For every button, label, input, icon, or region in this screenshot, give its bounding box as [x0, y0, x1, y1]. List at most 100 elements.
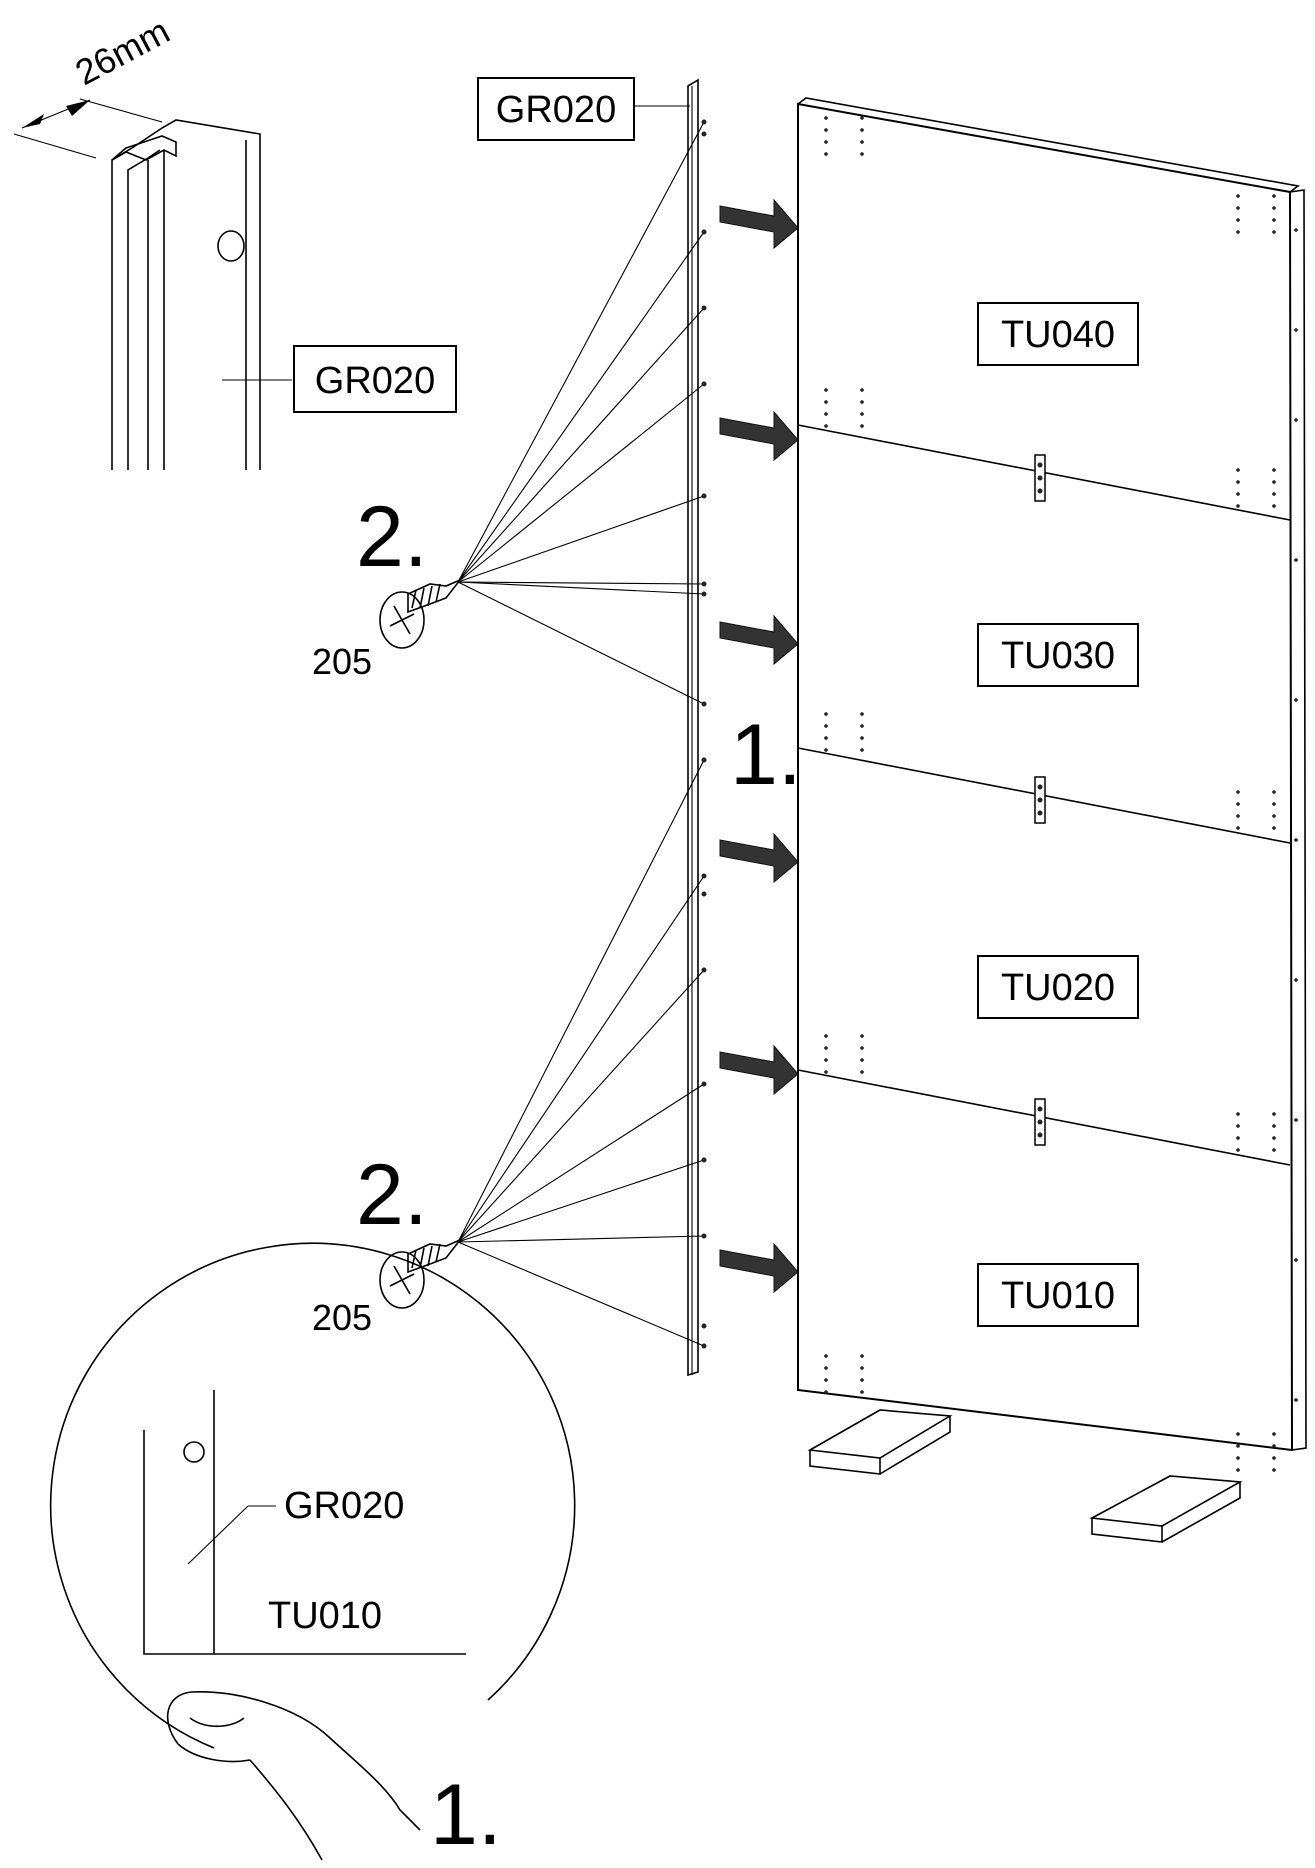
hole-dot: [824, 424, 828, 428]
arrow-icon: [719, 1242, 799, 1294]
hole-dot: [824, 400, 828, 404]
hole-dot: [1236, 814, 1240, 818]
hole-dot: [1272, 1432, 1276, 1436]
hole-dot: [824, 140, 828, 144]
hole-dot: [860, 1058, 864, 1062]
hole-dot: [1236, 802, 1240, 806]
step-2-lower: 2.: [356, 1147, 428, 1243]
hole-dot: [1272, 468, 1276, 472]
hole-dot: [860, 152, 864, 156]
hole-dot: [1236, 206, 1240, 210]
hole-dot: [1272, 206, 1276, 210]
panel-label-tu010: TU010: [977, 1263, 1139, 1327]
hole-dot: [860, 1034, 864, 1038]
hole-dot: [824, 116, 828, 120]
hole-dot: [1272, 218, 1276, 222]
screw-part-lower: 205: [312, 1297, 372, 1338]
hole-dot: [1236, 1124, 1240, 1128]
hole-dot: [1294, 1258, 1298, 1262]
panel-stack: [797, 97, 1307, 1452]
hole-dot: [1294, 1398, 1298, 1402]
screw-group-lower: 2. 205: [312, 757, 707, 1349]
rail-hole: [217, 230, 245, 262]
hole-dot: [1272, 802, 1276, 806]
hole-dot: [824, 1378, 828, 1382]
panel-holes: [824, 116, 1298, 1472]
hole-dot: [824, 724, 828, 728]
step-1-main: 1.: [730, 707, 802, 803]
hole-dot: [1294, 838, 1298, 842]
screw-icon: [379, 1239, 461, 1309]
arrow-icon: [719, 410, 799, 462]
hole-dot: [1236, 1136, 1240, 1140]
hole-dot: [860, 1046, 864, 1050]
hole-dot: [1272, 1444, 1276, 1448]
rail-gr020: [687, 78, 699, 1377]
hole-dot: [1272, 826, 1276, 830]
support-battens: [807, 1409, 1243, 1543]
hole-dot: [824, 152, 828, 156]
hole-dot: [1272, 1136, 1276, 1140]
screw-part-upper: 205: [312, 641, 372, 682]
hole-dot: [1272, 1468, 1276, 1472]
hole-dot: [1294, 978, 1298, 982]
panel-label-text: TU010: [1001, 1275, 1115, 1317]
connector-plate: [1034, 454, 1046, 502]
hole-dot: [1294, 698, 1298, 702]
hole-dot: [1236, 1148, 1240, 1152]
finger-icon: [166, 1691, 421, 1861]
screw-group-upper: 2. 205: [312, 119, 707, 707]
circle-rail-label: GR020: [284, 1485, 404, 1527]
screw-icon: [379, 579, 461, 649]
hole-dot: [860, 128, 864, 132]
hole-dot: [860, 748, 864, 752]
hole-dot: [1294, 418, 1298, 422]
panel-label-tu040: TU040: [977, 302, 1139, 366]
hole-dot: [824, 388, 828, 392]
hole-dot: [860, 412, 864, 416]
rail-hole: [183, 1441, 205, 1463]
hole-dot: [1272, 194, 1276, 198]
hole-dot: [1272, 814, 1276, 818]
hole-dot: [1236, 826, 1240, 830]
hole-dot: [824, 1070, 828, 1074]
hole-dot: [1236, 194, 1240, 198]
step-2-upper: 2.: [356, 489, 428, 585]
hole-dot: [1272, 504, 1276, 508]
connector-plate: [1034, 776, 1046, 824]
hole-dot: [824, 712, 828, 716]
hole-dot: [860, 388, 864, 392]
label-gr020-detail-text: GR020: [315, 360, 435, 402]
connector-plate: [1034, 1098, 1046, 1146]
hole-dot: [1272, 1148, 1276, 1152]
hole-dot: [860, 140, 864, 144]
hole-dot: [860, 116, 864, 120]
hole-dot: [1236, 1468, 1240, 1472]
hole-dot: [1236, 1456, 1240, 1460]
hole-dot: [1236, 1444, 1240, 1448]
dimension-26mm: 26mm: [13, 10, 176, 159]
hole-dot: [824, 748, 828, 752]
arrow-icon: [719, 832, 799, 884]
label-gr020-top-text: GR020: [496, 89, 616, 131]
arrow-icon: [719, 198, 799, 250]
hole-dot: [1236, 468, 1240, 472]
hole-dot: [860, 1366, 864, 1370]
hole-dot: [860, 1390, 864, 1394]
hole-dot: [1236, 492, 1240, 496]
hole-dot: [824, 1058, 828, 1062]
panel-label-text: TU040: [1001, 314, 1115, 356]
push-arrows: [719, 198, 799, 1294]
step-1-detail: 1.: [430, 1767, 502, 1863]
hole-dot: [824, 1390, 828, 1394]
rail-profile-detail: [111, 119, 292, 470]
hole-dot: [1272, 1456, 1276, 1460]
hole-dot: [860, 424, 864, 428]
hole-dot: [824, 1354, 828, 1358]
hole-dot: [824, 128, 828, 132]
hole-dot: [860, 736, 864, 740]
panel-label-text: TU020: [1001, 967, 1115, 1009]
arrow-icon: [719, 614, 799, 666]
hole-dot: [1294, 558, 1298, 562]
